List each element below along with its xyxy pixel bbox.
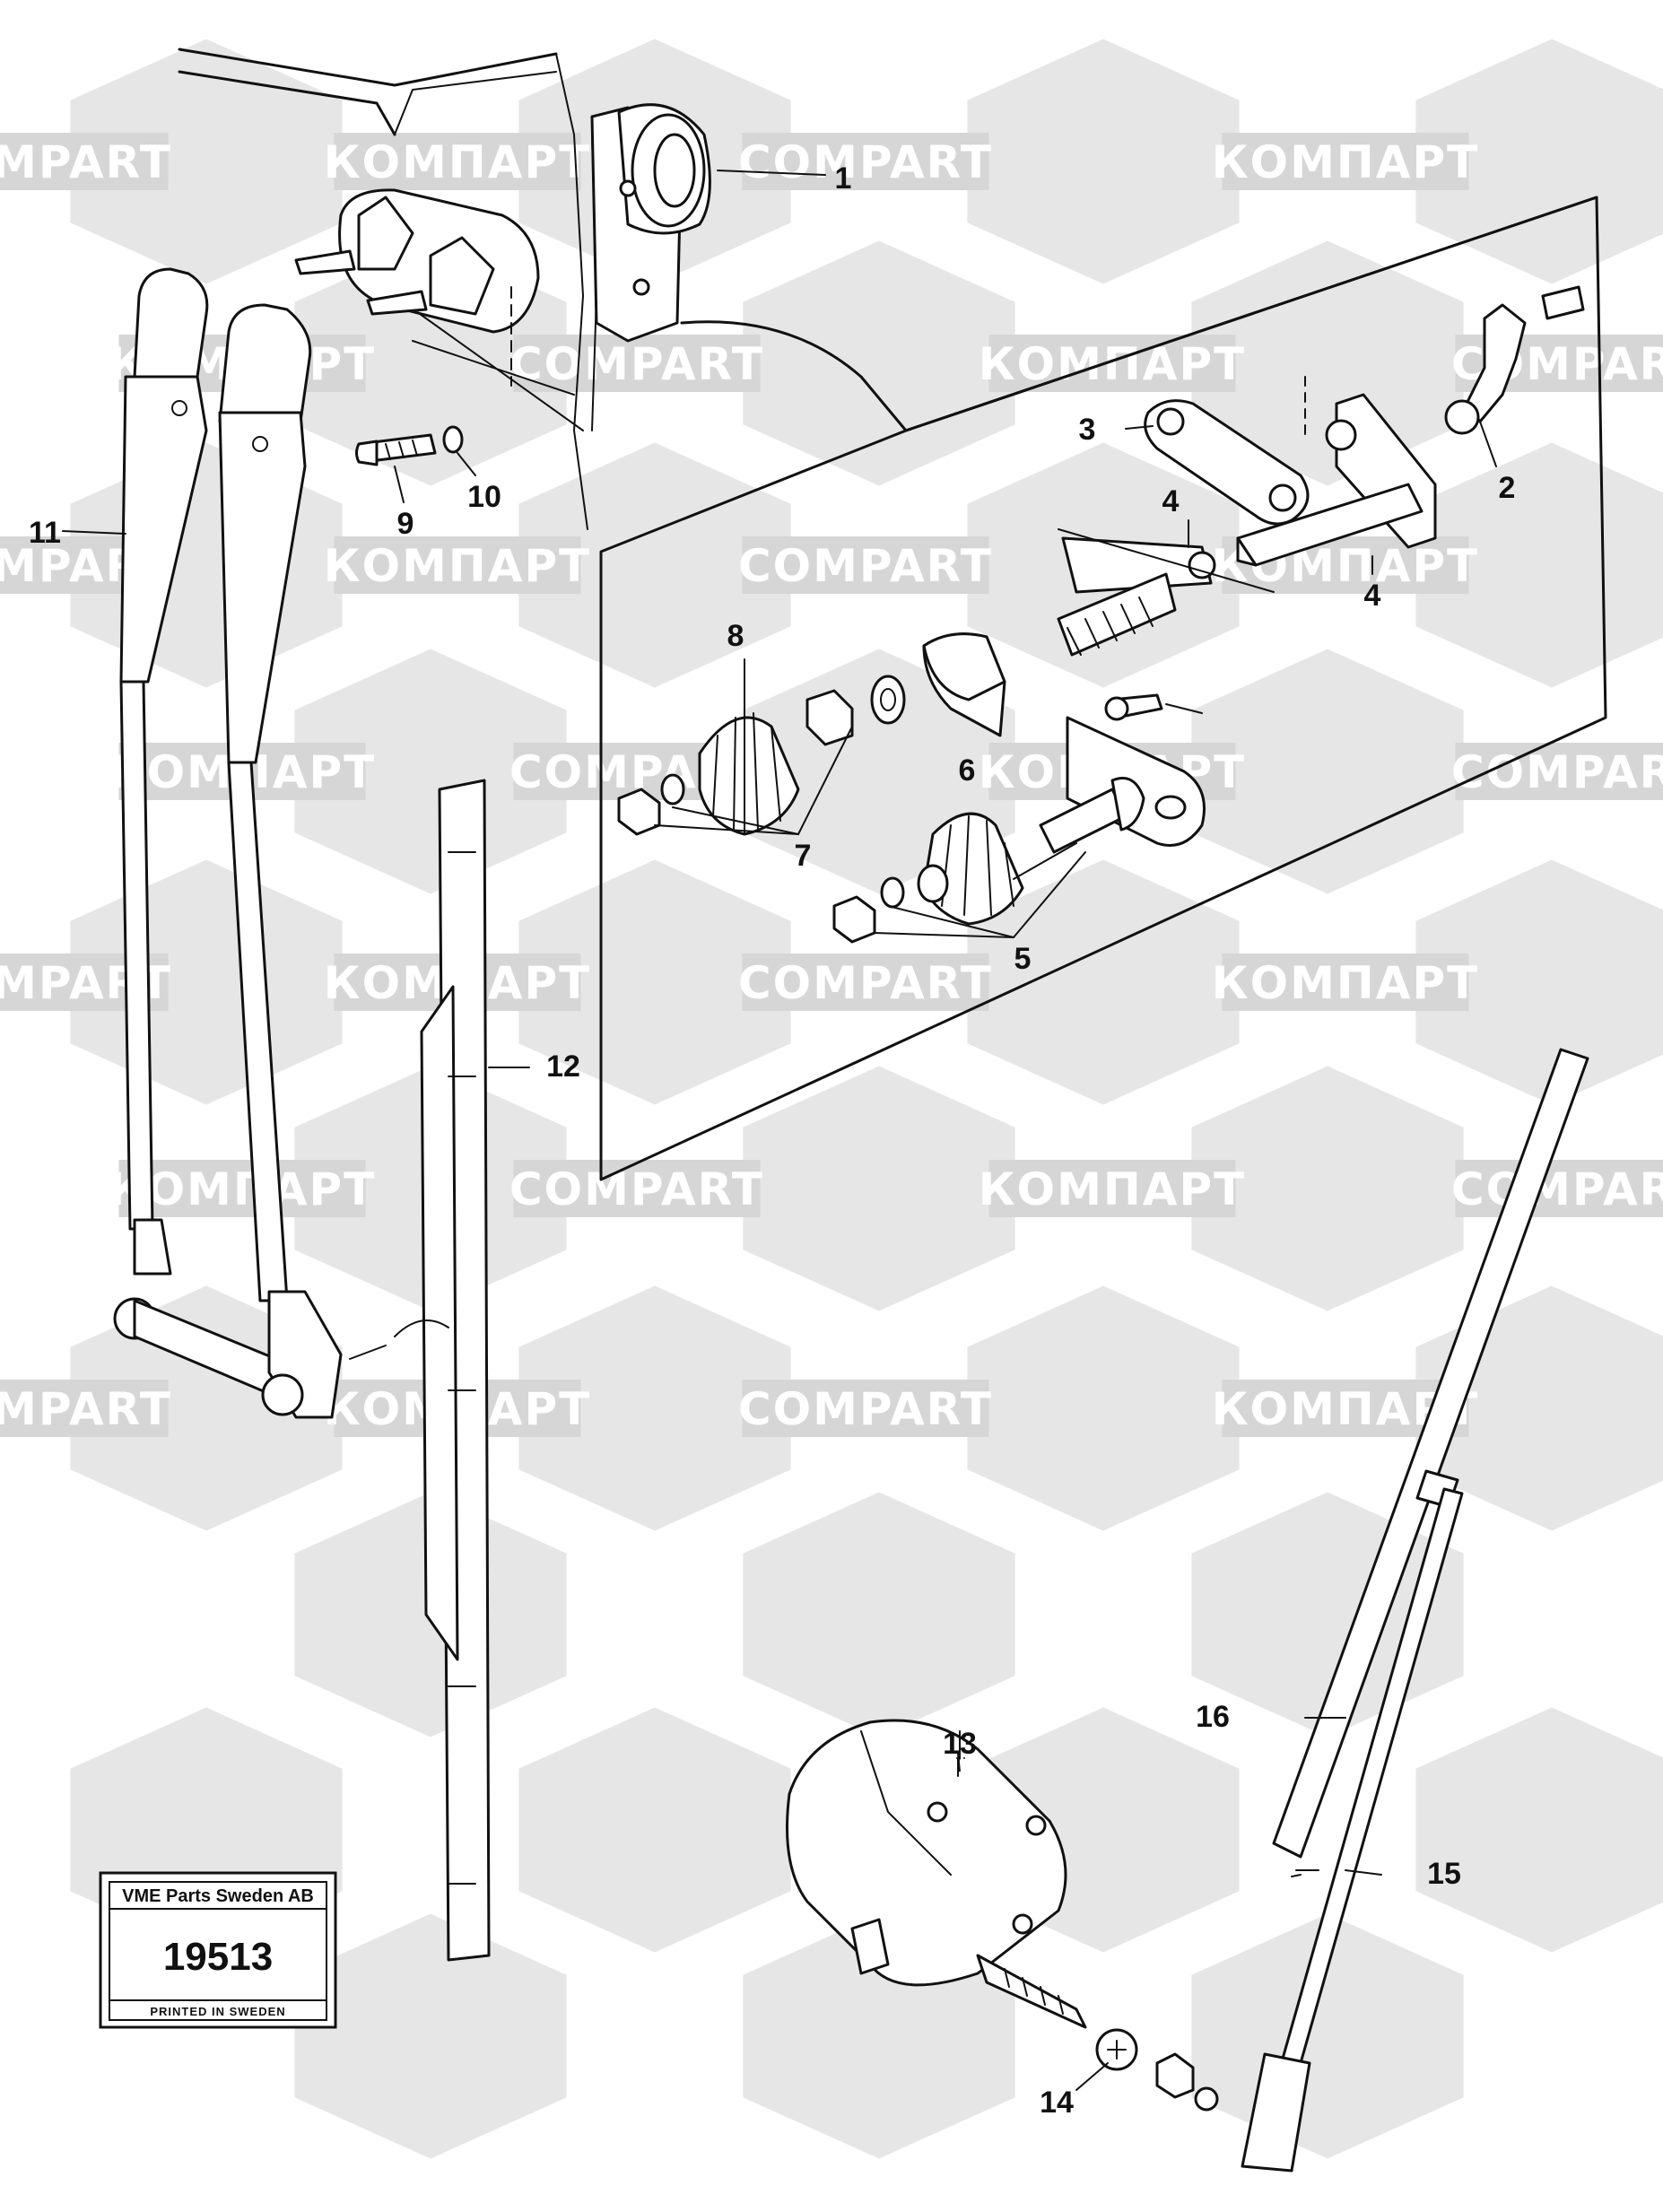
- callout-10: 10: [467, 480, 501, 514]
- watermark-band: [742, 1380, 989, 1437]
- watermark-hexagon: [518, 1707, 791, 1953]
- callout-2: 2: [1499, 471, 1516, 505]
- callout-16: 16: [1196, 1700, 1230, 1734]
- twin-spindle-housing: [294, 188, 540, 387]
- watermark-hexagon: [518, 1285, 791, 1531]
- part-8-spindle-cone-top: [698, 712, 800, 836]
- callout-5: 5: [1014, 942, 1032, 976]
- watermark-hexagon: [743, 1066, 1015, 1311]
- watermark-band: [742, 133, 989, 190]
- watermark-band: [1222, 133, 1469, 190]
- watermark-band: [0, 1380, 169, 1437]
- watermark-hexagon: [1415, 859, 1663, 1105]
- watermark-band: [988, 1160, 1236, 1217]
- part-5-nut-washer-set: [832, 864, 949, 944]
- watermark-text: COMPART: [738, 1383, 993, 1435]
- callout-11: 11: [29, 516, 61, 550]
- callout-4: 4: [1162, 484, 1180, 518]
- callout-7: 7: [795, 839, 812, 873]
- watermark-text: COMPART: [509, 1163, 764, 1215]
- part-10-washer: [442, 425, 464, 454]
- watermark-hexagon: [1415, 1707, 1663, 1953]
- watermark-hexagon: [743, 1492, 1015, 1737]
- callout-13: 13: [943, 1727, 977, 1761]
- watermark-band: [334, 536, 581, 594]
- watermark-hexagon: [518, 859, 791, 1105]
- stamp-company: VME Parts Sweden AB: [122, 1886, 314, 1906]
- watermark-band: [1455, 1160, 1663, 1217]
- callout-4: 4: [1364, 579, 1381, 613]
- callout-6: 6: [959, 753, 976, 788]
- watermark-text: COMPART: [738, 540, 993, 592]
- watermark-hexagon: [967, 39, 1240, 284]
- part-14-washer-nut: [1095, 2028, 1219, 2112]
- callout-8: 8: [727, 619, 744, 653]
- watermark-text: КОМПАРТ: [1212, 957, 1479, 1009]
- watermark-band: [334, 133, 581, 190]
- cab-outline: [178, 48, 1598, 530]
- part-4-lever-crank: [1057, 393, 1437, 657]
- stamp-printed: PRINTED IN SWEDEN: [150, 2005, 285, 2018]
- part-3-link-plate: [1144, 376, 1310, 526]
- callout-9: 9: [397, 507, 414, 541]
- part-2-pin-bracket: [1444, 285, 1585, 435]
- watermark-text: КОМПАРТ: [324, 540, 591, 592]
- watermark-hexagon: [70, 39, 343, 284]
- watermark-text: COMPART: [738, 957, 993, 1009]
- part-9-bolt: [355, 433, 437, 466]
- watermark-text: COMPART: [0, 136, 172, 188]
- watermark-text: COMPART: [509, 338, 764, 390]
- watermark-band: [118, 1160, 366, 1217]
- watermark-hexagon: [1191, 649, 1464, 894]
- bracket-eye: [922, 632, 1006, 701]
- part-12-wiper-blade: [394, 779, 491, 1962]
- watermark-text: КОМПАРТ: [979, 338, 1246, 390]
- watermark-text: КОМПАРТ: [979, 1163, 1246, 1215]
- watermark-hexagon: [294, 1913, 567, 2159]
- watermark-hexagon: [967, 859, 1240, 1105]
- watermark-text: COMPART: [738, 136, 993, 188]
- exploded-view-panel: [599, 196, 1607, 1181]
- watermark-text: COMPART: [0, 1383, 172, 1435]
- watermark-text: КОМПАРТ: [324, 136, 591, 188]
- watermark-hexagon: [1191, 1066, 1464, 1311]
- watermark-hexagon: [1191, 240, 1464, 486]
- part-1-motor-housing: [590, 103, 711, 343]
- stamp-number: 19513: [163, 1935, 273, 1979]
- screw-small: [1104, 693, 1203, 721]
- part-13-wiper-motor: [786, 1719, 1087, 2029]
- watermark-band: [0, 133, 169, 190]
- callout-1: 1: [835, 161, 852, 196]
- part-11-wiper-arm-pair: [113, 267, 387, 1419]
- watermark-band: [742, 954, 989, 1011]
- part-15-wiper-arm-right: [1241, 1487, 1464, 2173]
- callout-15: 15: [1427, 1857, 1461, 1891]
- watermark-band: [513, 335, 761, 392]
- watermark-band: [1222, 954, 1469, 1011]
- watermark-band: [988, 335, 1236, 392]
- watermark-band: [742, 536, 989, 594]
- leader-lines: [62, 170, 1497, 2091]
- watermark-text: COMPART: [1451, 746, 1663, 798]
- watermark-hexagon: [743, 240, 1015, 486]
- callout-12: 12: [546, 1049, 580, 1084]
- callout-3: 3: [1079, 413, 1096, 447]
- watermark-band: [513, 1160, 761, 1217]
- drawing-stamp: VME Parts Sweden AB 19513 PRINTED IN SWE…: [99, 1871, 337, 2029]
- watermark-hexagon: [1415, 39, 1663, 284]
- part-6-spindle-cone: [922, 777, 1145, 926]
- watermark-text: КОМПАРТ: [1212, 136, 1479, 188]
- watermark-text: COMPART: [1451, 1163, 1663, 1215]
- callout-14: 14: [1040, 2086, 1074, 2120]
- watermark-hexagon: [967, 1285, 1240, 1531]
- watermark-hexagon: [294, 649, 567, 894]
